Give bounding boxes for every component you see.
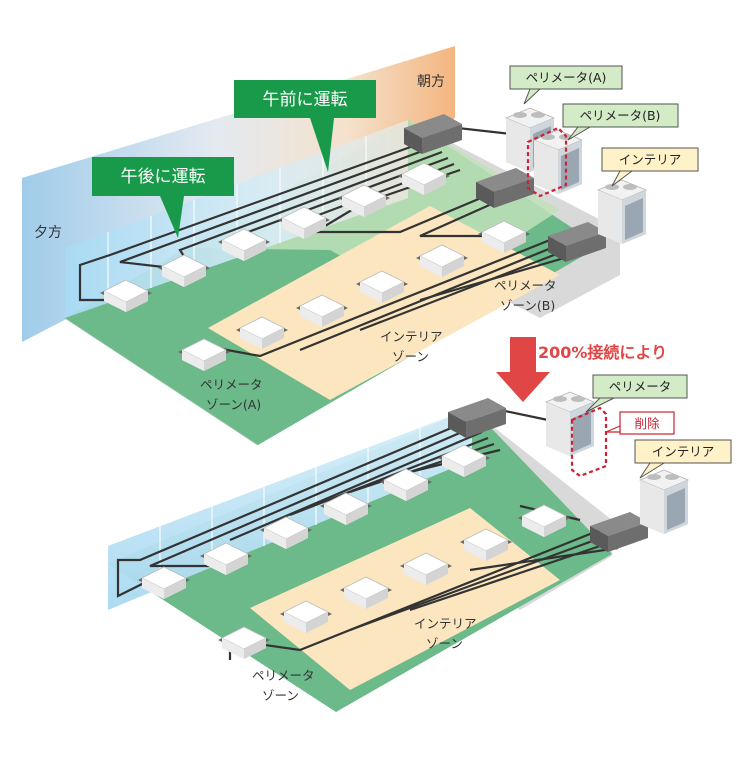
tag-interior-bottom-text: インテリア xyxy=(652,444,715,459)
callout-morning-text: 午前に運転 xyxy=(263,90,348,110)
tag-perimeter-a: ペリメータ(A) xyxy=(509,65,623,105)
tag-perimeter-bottom-text: ペリメータ xyxy=(609,379,672,394)
transition-label: 200%接続により xyxy=(538,343,667,362)
perimeter-b-highlight xyxy=(526,126,568,198)
bottom-building xyxy=(108,391,689,712)
callout-afternoon: 午後に運転 xyxy=(92,157,234,238)
tag-removed: 削除 xyxy=(605,411,675,435)
zone-label-interior-bottom: インテリア ゾーン xyxy=(414,616,481,651)
tag-removed-text: 削除 xyxy=(634,416,660,431)
evening-label: 夕方 xyxy=(34,225,62,241)
zone-label-perimeter-a: ペリメータ ゾーン(A) xyxy=(200,377,267,412)
tag-perimeter-b-text: ペリメータ(B) xyxy=(580,108,661,123)
zone-label-perimeter-b: ペリメータ ゾーン(B) xyxy=(494,278,561,313)
outdoor-unit-interior xyxy=(597,179,647,245)
tag-interior-top: インテリア xyxy=(601,147,699,187)
outdoor-unit-perimeter xyxy=(545,391,595,457)
callout-afternoon-text: 午後に運転 xyxy=(121,167,206,187)
interior-floor-top xyxy=(208,206,560,400)
tag-perimeter-b: ペリメータ(B) xyxy=(562,103,679,141)
callout-morning: 午前に運転 xyxy=(234,80,376,172)
zone-label-perimeter-bottom: ペリメータ ゾーン xyxy=(252,668,319,703)
tag-perimeter-a-text: ペリメータ(A) xyxy=(526,70,607,85)
zone-label-interior-top: インテリア ゾーン xyxy=(380,329,447,364)
morning-label: 朝方 xyxy=(417,74,445,90)
outdoor-unit-perimeter-b xyxy=(533,129,583,195)
removed-unit-outline xyxy=(570,406,608,478)
tag-interior-bottom: インテリア xyxy=(634,439,732,479)
outdoor-unit-interior-bottom xyxy=(639,469,689,535)
tag-interior-top-text: インテリア xyxy=(619,152,682,167)
transition-arrow xyxy=(496,337,550,402)
top-building xyxy=(22,46,647,446)
tag-perimeter-bottom: ペリメータ xyxy=(585,374,688,413)
